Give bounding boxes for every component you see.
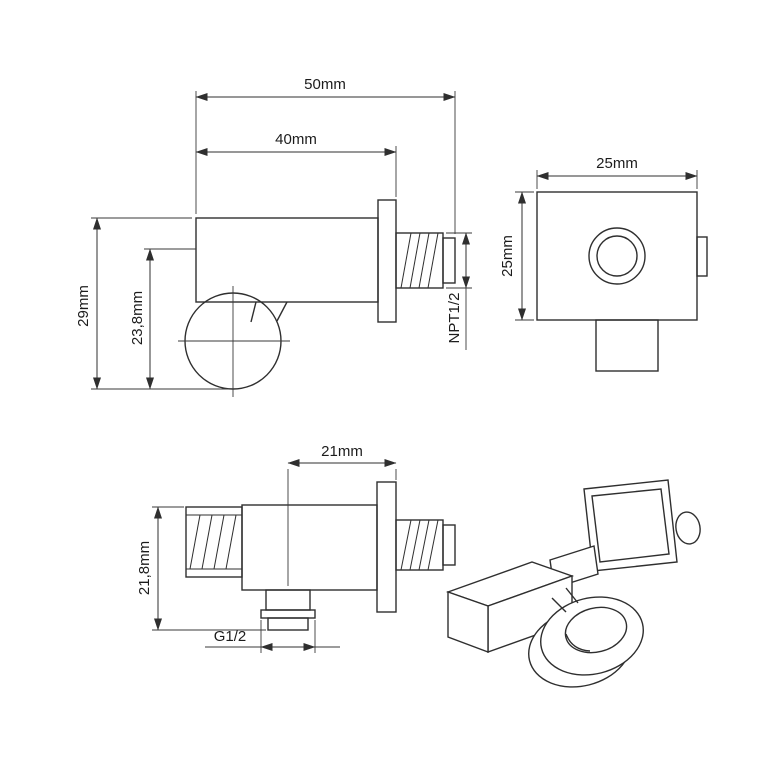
pipe-tip <box>442 524 456 566</box>
holder-arm <box>250 301 288 323</box>
side-view-top-dimensions: 50mm 40mm 29mm 23,8mm NPT1/2 <box>75 76 472 390</box>
pipe-tip <box>442 237 456 284</box>
holder-notch-line <box>565 587 579 604</box>
holder-notch-line <box>551 597 567 613</box>
body-outline <box>195 217 379 303</box>
outlet-outer-circle <box>588 227 646 285</box>
side-view-top-outline <box>178 199 456 397</box>
front-view-outline <box>536 191 708 372</box>
dim-overall-height-label: 29mm <box>75 285 92 327</box>
front-view: 25mm 25mm <box>499 155 708 372</box>
dim-bottom-height-label: 21,8mm <box>136 541 153 595</box>
body-left-face <box>447 591 489 654</box>
wall-flange <box>376 481 397 613</box>
front-width-label: 25mm <box>596 155 638 172</box>
center-marks <box>178 286 290 397</box>
side-view-bottom: 21mm 21,8mm G1/2 <box>136 443 456 653</box>
threaded-pipe <box>395 519 444 571</box>
holder-hole <box>564 606 628 654</box>
dim-body-length-label: 40mm <box>275 131 317 148</box>
npt-thread-label: NPT1/2 <box>446 293 463 344</box>
wall-knob <box>675 511 701 545</box>
front-view-dimensions: 25mm 25mm <box>499 155 698 321</box>
holder-arm-front <box>595 319 659 372</box>
side-view-top: 50mm 40mm 29mm 23,8mm NPT1/2 <box>75 76 472 397</box>
wall-flange <box>377 199 397 323</box>
thread-hatching <box>400 232 439 289</box>
bottom-outlet-collar <box>260 609 316 619</box>
side-pipe-stub <box>696 236 708 277</box>
dim-wall-offset-label: 21mm <box>321 443 363 460</box>
wall-plate-bevel <box>591 488 670 563</box>
side-view-bottom-outline <box>185 481 456 631</box>
front-height-label: 25mm <box>499 235 516 277</box>
thread-hatching <box>400 519 439 571</box>
wall-plate <box>583 479 678 572</box>
square-body-front <box>536 191 698 321</box>
isometric-view <box>445 479 701 688</box>
bottom-outlet-stub <box>265 589 311 611</box>
bottom-outlet-thread <box>267 617 309 631</box>
inlet-thread-detail <box>186 514 242 570</box>
threaded-pipe <box>395 232 444 289</box>
dim-partial-height-label: 23,8mm <box>129 291 146 345</box>
dim-overall-length-label: 50mm <box>304 76 346 93</box>
body-outline <box>241 504 378 591</box>
outlet-inner-circle <box>596 235 638 277</box>
g12-thread-label: G1/2 <box>214 628 247 645</box>
side-view-bottom-dimensions: 21mm 21,8mm G1/2 <box>136 443 397 653</box>
holder-hole-depth <box>565 633 591 652</box>
